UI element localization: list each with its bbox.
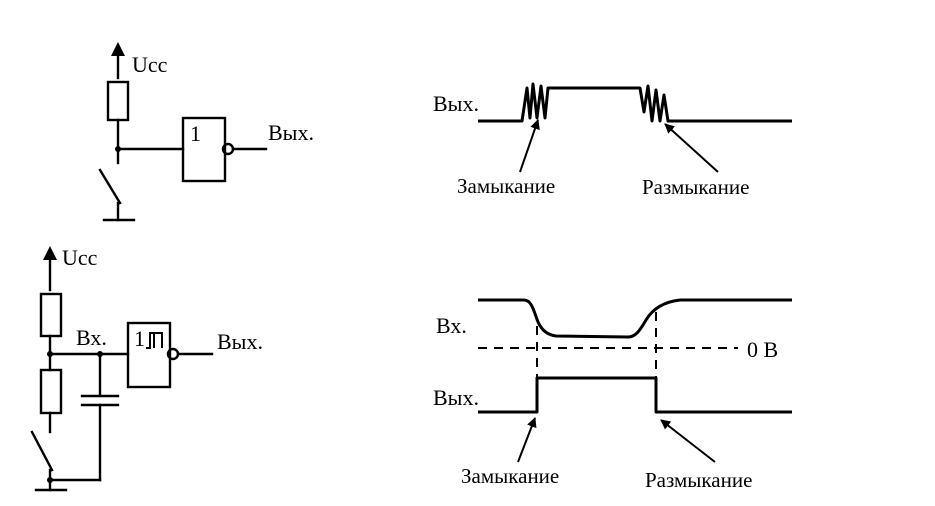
bottom-input-label: Вх.	[76, 325, 107, 350]
top-inverter-gate	[181, 116, 227, 183]
top-circuit: Ucc 1 Вых.	[98, 42, 314, 222]
top-switch-blade	[98, 168, 122, 205]
hysteresis-icon	[146, 332, 163, 349]
top-open-arrow	[664, 123, 719, 173]
top-close-arrow	[519, 119, 540, 173]
bottom-lower-resistor	[39, 368, 63, 415]
input-waveform	[478, 298, 792, 339]
top-junction-dot	[115, 146, 121, 152]
top-output-label: Вых.	[268, 120, 314, 145]
bottom-timing-diagram: Вх. 0 В Вых. Замыкание Размыкание	[433, 298, 792, 492]
top-gate-label: 1	[190, 121, 201, 146]
bottom-open-arrow	[660, 419, 716, 463]
bottom-supply-label: Ucc	[62, 245, 98, 270]
top-open-label: Размыкание	[642, 175, 749, 199]
input-signal-label: Вх.	[436, 313, 467, 338]
top-supply-label: Ucc	[132, 52, 168, 77]
bottom-circuit: Ucc Вх. 1 Вых.	[30, 245, 263, 492]
bottom-open-label: Размыкание	[645, 468, 752, 492]
bottom-switch-blade	[30, 430, 54, 472]
top-timing-diagram: Вых. Замыкание Размыкание	[433, 82, 792, 199]
zero-volt-label: 0 В	[747, 337, 778, 362]
top-pullup-resistor	[106, 80, 130, 122]
bottom-close-label: Замыкание	[461, 464, 559, 488]
top-close-label: Замыкание	[457, 174, 555, 198]
bottom-upper-resistor	[39, 292, 63, 338]
top-supply-arrow-icon	[111, 42, 125, 56]
output-waveform	[478, 376, 792, 414]
bottom-ground-dot	[47, 477, 53, 483]
bottom-output-label: Вых.	[217, 329, 263, 354]
top-timing-output-label: Вых.	[433, 91, 479, 116]
bottom-gate-label: 1	[134, 326, 145, 351]
bottom-close-arrow	[517, 417, 537, 463]
bottom-schmitt-gate	[126, 321, 172, 389]
output-signal-label: Вых.	[433, 385, 479, 410]
bottom-supply-arrow-icon	[43, 246, 57, 260]
top-output-waveform	[478, 82, 792, 123]
